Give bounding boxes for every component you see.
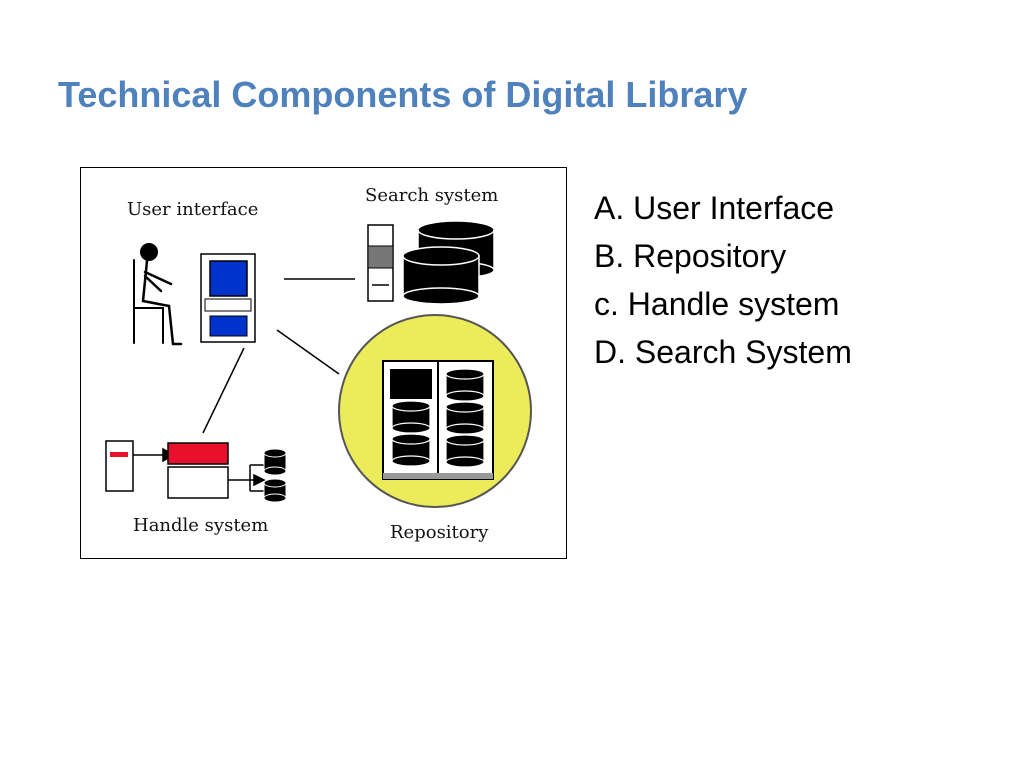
handle-system-icon bbox=[105, 440, 287, 503]
monitor-screen bbox=[209, 260, 248, 297]
label-repository: Repository bbox=[390, 522, 489, 543]
computer-terminal-icon bbox=[200, 253, 256, 343]
label-handle-system: Handle system bbox=[133, 515, 268, 536]
slide-title: Technical Components of Digital Library bbox=[58, 74, 748, 115]
handle-red-block bbox=[167, 442, 229, 465]
connector-lines bbox=[202, 278, 355, 434]
list-item: B. Repository bbox=[594, 238, 787, 274]
list-item: A. User Interface bbox=[594, 190, 835, 226]
user-figure-icon bbox=[133, 243, 183, 346]
line-ui-to-repository bbox=[276, 329, 340, 375]
diagram-canvas: User interface Search system Handle syst… bbox=[105, 185, 532, 543]
search-system-icon bbox=[367, 220, 495, 305]
list-item: D. Search System bbox=[594, 334, 852, 370]
label-user-interface: User interface bbox=[127, 199, 258, 220]
keyboard-panel bbox=[209, 315, 248, 337]
handle-slot bbox=[110, 452, 128, 457]
label-search-system: Search system bbox=[365, 185, 498, 206]
repository-icon bbox=[338, 314, 532, 508]
components-list: A. User Interface B. Repository c. Handl… bbox=[594, 184, 852, 376]
list-item: c. Handle system bbox=[594, 286, 840, 322]
line-ui-to-handle bbox=[202, 347, 245, 434]
digital-library-diagram: User interface Search system Handle syst… bbox=[80, 167, 567, 559]
